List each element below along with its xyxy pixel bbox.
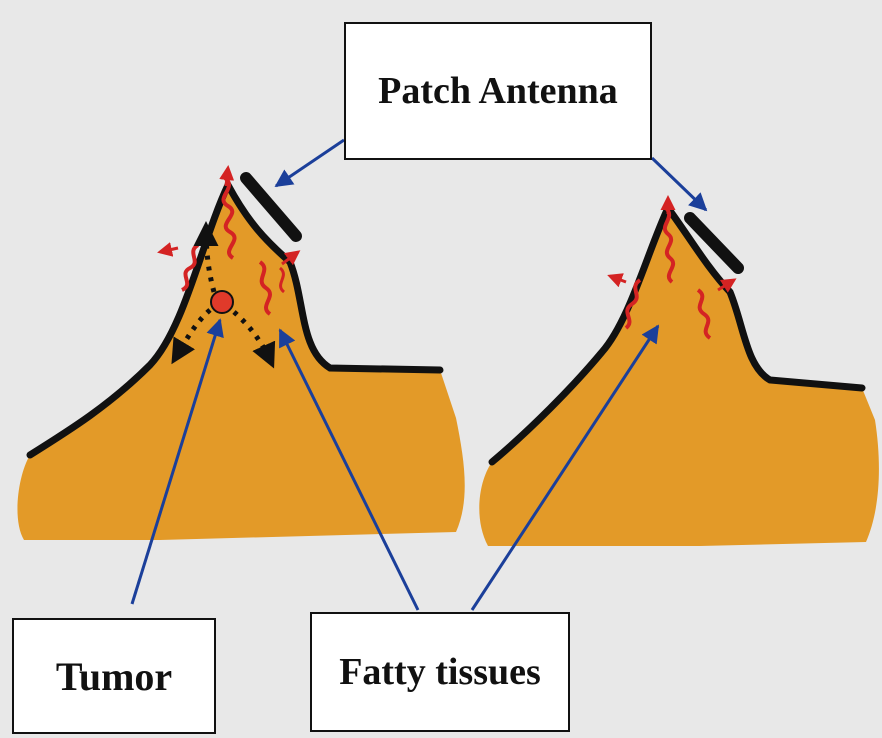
right-reflection-arrow-left — [610, 276, 626, 282]
patch-antenna-label: Patch Antenna — [344, 22, 652, 160]
fatty-tissues-text: Fatty tissues — [339, 650, 541, 694]
tumor-text: Tumor — [56, 653, 172, 700]
left-reflection-arrow-left — [160, 248, 178, 252]
right-breast-tissue — [479, 208, 879, 546]
fatty-tissues-label: Fatty tissues — [310, 612, 570, 732]
patch-antenna-text: Patch Antenna — [378, 69, 618, 113]
left-reflection-arrow-top — [226, 168, 228, 186]
tumor-label: Tumor — [12, 618, 216, 734]
tumor — [211, 291, 233, 313]
right-breast — [479, 198, 879, 546]
patch-to-left-antenna-arrow — [276, 140, 344, 186]
left-breast-tissue — [17, 185, 464, 540]
left-breast — [17, 168, 464, 540]
patch-to-right-antenna-arrow — [652, 158, 706, 210]
